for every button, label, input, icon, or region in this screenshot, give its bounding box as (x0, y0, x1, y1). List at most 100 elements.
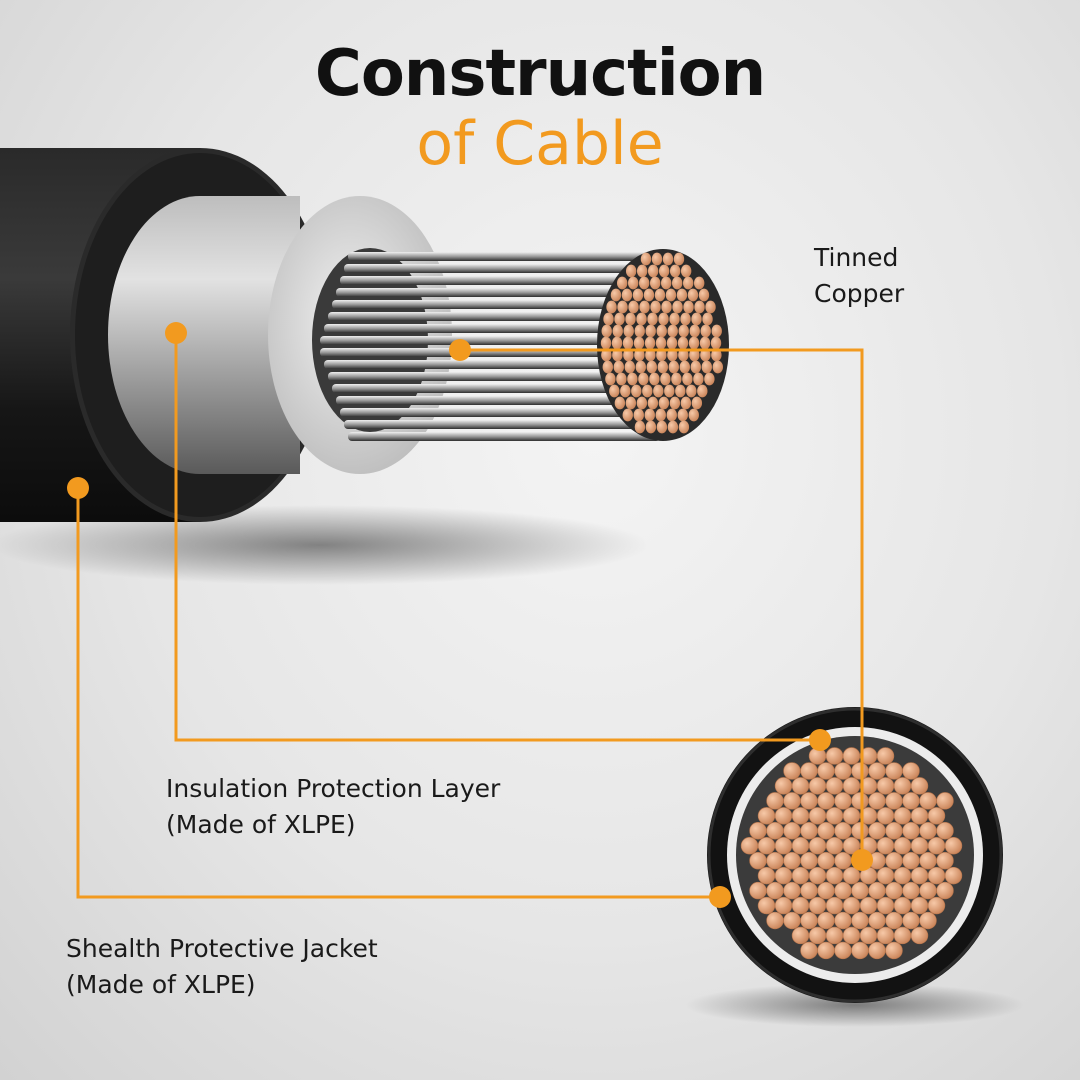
copper-strand (927, 837, 946, 855)
copper-strand (893, 866, 912, 885)
strand-end-dot (711, 324, 722, 338)
strand-end-dot (603, 312, 614, 326)
strand-end-dot (633, 336, 645, 350)
strand-end-dot (710, 336, 722, 350)
strand-end-dot (622, 336, 634, 350)
strand-end-dot (647, 396, 659, 410)
copper-strand (893, 807, 912, 825)
strand-end-dot (672, 300, 683, 314)
copper-strand (825, 896, 844, 915)
copper-strand (868, 881, 886, 900)
leader-dots (67, 322, 873, 908)
copper-strand (885, 911, 903, 930)
copper-strand (800, 792, 818, 810)
strand-end-dot (688, 336, 700, 350)
strand-end-dot (677, 336, 689, 350)
strand-end-dot (616, 276, 628, 290)
copper-strand (808, 777, 827, 795)
strand-end-dot (636, 264, 648, 278)
strand-end-dot (625, 312, 636, 326)
strand-end-dot (644, 408, 655, 422)
strand-end-dot (689, 348, 700, 362)
strand-wire (332, 300, 660, 309)
strand-end-dot (682, 276, 694, 290)
label-sheath-line1: Shealth Protective Jacket (66, 934, 378, 963)
strand-end-dot (606, 300, 617, 314)
copper-strand (910, 807, 929, 825)
copper-strand (757, 807, 776, 825)
strand-end-dot (665, 288, 677, 302)
copper-strand (825, 837, 844, 855)
label-insulation-layer: Insulation Protection Layer (Made of XLP… (166, 771, 500, 843)
copper-strand (834, 792, 852, 810)
strand-end-dot (650, 300, 661, 314)
strand-end-dot (675, 384, 686, 398)
copper-strand (791, 896, 810, 915)
copper-strand (783, 881, 801, 900)
copper-strand (800, 941, 818, 960)
strand-end-dot (638, 276, 650, 290)
strand-end-dot (612, 324, 623, 338)
strand-end-dot (645, 420, 657, 434)
strand-end-dot (711, 348, 722, 362)
label-sheath-jacket: Shealth Protective Jacket (Made of XLPE) (66, 931, 378, 1003)
copper-strand (825, 777, 844, 795)
strand-end-dot (647, 264, 659, 278)
strand-end-dot (627, 372, 638, 386)
copper-strand (936, 822, 954, 840)
copper-strand (842, 777, 861, 795)
copper-strand (902, 881, 920, 900)
strand-end-dot (689, 324, 700, 338)
strand-end-dot (700, 324, 711, 338)
strand-end-dot (697, 384, 708, 398)
strand-end-dot (667, 324, 678, 338)
strand-end-dot (690, 360, 701, 374)
strand-end-dot (676, 288, 688, 302)
strand-end-dot (634, 348, 645, 362)
strand-end-dot (605, 372, 616, 386)
strand-end-dot (624, 360, 635, 374)
copper-strand (817, 941, 835, 960)
copper-strand (885, 881, 903, 900)
strand-wire (320, 336, 660, 345)
strand-end-dot (671, 372, 682, 386)
strand-end-dot (625, 264, 637, 278)
copper-strand (859, 896, 878, 915)
strand-end-dot (712, 360, 723, 374)
copper-strand (944, 837, 963, 855)
copper-strand (851, 881, 869, 900)
copper-strand (893, 896, 912, 915)
strand-end-dot (609, 384, 620, 398)
strand-end-dot (657, 360, 668, 374)
copper-strand (876, 747, 895, 765)
copper-strand (868, 762, 886, 780)
label-tinned-copper: Tinned Copper (814, 240, 904, 312)
copper-strand (868, 911, 886, 930)
strand-end-dot (621, 288, 633, 302)
copper-strand (902, 792, 920, 810)
strand-end-dot (614, 396, 626, 410)
strand-end-dot (677, 408, 688, 422)
strand-end-dot (655, 408, 666, 422)
strand-end-dot (673, 252, 685, 266)
copper-strand (927, 866, 946, 885)
copper-strand (808, 926, 827, 945)
copper-strand (885, 792, 903, 810)
strand-end-dot (601, 324, 612, 338)
copper-strand (783, 762, 801, 780)
copper-strand (834, 911, 852, 930)
strand-end-dot (602, 360, 613, 374)
copper-strand (749, 851, 767, 870)
strand-end-dot (694, 300, 705, 314)
strand-end-dot (702, 312, 713, 326)
strand-wire (336, 396, 660, 405)
strand-end-dot (664, 384, 675, 398)
strand-end-dot (616, 372, 627, 386)
strand-end-dot (661, 300, 672, 314)
copper-strand (817, 911, 835, 930)
copper-strand (927, 807, 946, 825)
strand-end-dot (680, 312, 691, 326)
strand-end-dot (631, 384, 642, 398)
strand-wire (340, 276, 660, 285)
